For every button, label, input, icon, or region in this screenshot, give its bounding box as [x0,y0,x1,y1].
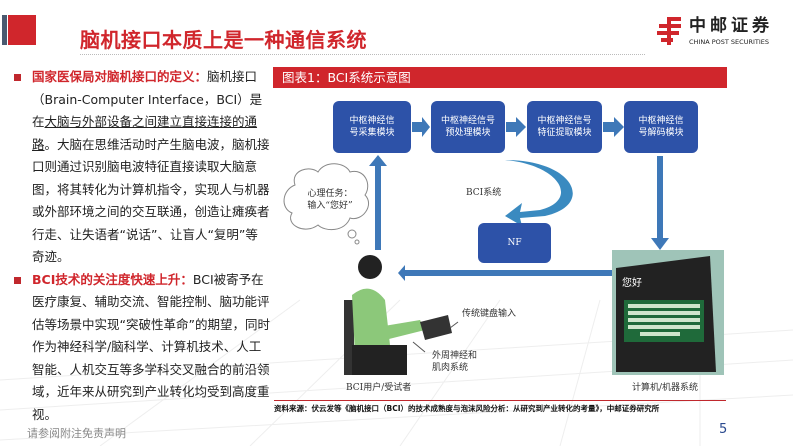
computer-screen [612,250,724,375]
nerve-label: 外周神经和肌肉系统 [432,351,478,373]
user-figure [344,255,452,375]
title-divider [80,54,645,55]
bullet-marker [14,276,21,284]
company-logo: 中邮证券 CHINA POST SECURITIES [655,16,790,48]
screen-text: 您好 [622,278,642,289]
arrow-right-3 [603,117,624,137]
arrow-up [369,155,387,250]
logo-cn: 中邮证券 [689,16,773,36]
arrow-left [398,265,612,281]
header-accent-red [8,15,36,45]
arrow-right-2 [506,117,526,137]
bullet-attention: BCI技术的关注度快速上升：BCI被寄予在医疗康复、辅助交流、智能控制、脑功能评… [14,269,270,427]
module-decoding: 中枢神经信号解码模块 [624,101,698,153]
keyboard-label: 传统键盘输入 [462,309,517,319]
computer-label: 计算机/机器系统 [632,383,699,393]
page-title: 脑机接口本质上是一种通信系统 [80,28,367,52]
feedback-curve-arrow [505,160,573,226]
module-signal-acquisition: 中枢神经信号采集模块 [333,101,411,153]
module-feature-extraction: 中枢神经信号特征提取模块 [527,101,602,153]
disclaimer-link[interactable]: 请参阅附注免责声明 [27,427,126,440]
page-number: 5 [719,422,728,437]
logo-en: CHINA POST SECURITIES [689,38,769,46]
bullet-definition: 国家医保局对脑机接口的定义：脑机接口（Brain-Computer Interf… [14,66,270,269]
nf-box: NF [478,223,551,263]
arrow-down [651,156,669,250]
source-divider [274,400,726,401]
module-preprocessing: 中枢神经信号预处理模块 [431,101,505,153]
bullet-marker [14,74,21,81]
figure-title: 图表1：BCI系统示意图 [273,67,727,88]
user-label: BCI用户/受试者 [346,383,412,393]
body-text: 国家医保局对脑机接口的定义：脑机接口（Brain-Computer Interf… [14,66,270,426]
thought-cloud [283,163,370,231]
thought-text: 心理任务：输入“您好” [307,189,353,211]
source-note: 资料来源：伏云发等《脑机接口（BCI）的技术成熟度与泡沫风险分析：从研究到产业转… [274,404,660,413]
bci-system-label: BCI系统 [466,188,502,198]
arrow-right-1 [412,117,430,137]
header-accent-gray [2,15,7,45]
china-post-logo-icon [657,17,681,45]
